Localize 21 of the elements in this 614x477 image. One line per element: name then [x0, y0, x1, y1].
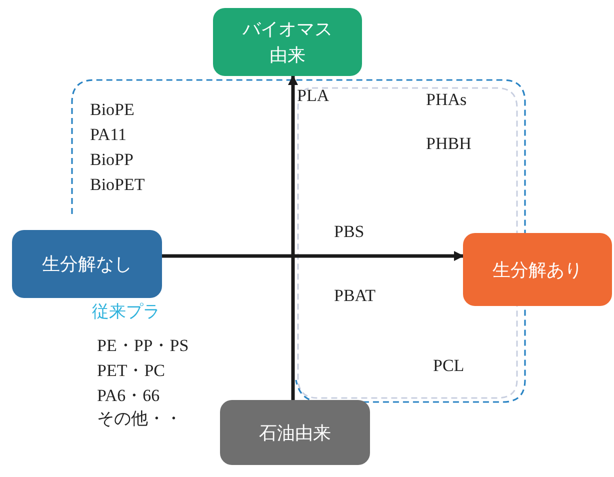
material-label: PA11	[90, 125, 127, 145]
material-label: PBS	[334, 222, 364, 242]
material-label: BioPET	[90, 175, 145, 195]
material-label: BioPE	[90, 100, 134, 120]
category-box: 生分解あり	[463, 233, 612, 306]
material-label: BioPP	[90, 150, 134, 170]
material-label: PE・PP・PS	[97, 336, 189, 356]
material-label: PBAT	[334, 286, 376, 306]
material-label: PLA	[297, 86, 330, 106]
material-label: PA6・66	[97, 386, 160, 406]
axis-arrow	[288, 75, 298, 400]
category-caption: 従来プラ	[92, 302, 160, 322]
category-box: バイオマス由来	[213, 8, 362, 76]
material-label: PHAs	[426, 90, 467, 110]
material-label: その他・・	[97, 409, 182, 429]
axis-arrow	[162, 251, 464, 261]
material-label: PET・PC	[97, 361, 166, 381]
material-label: PCL	[433, 356, 464, 376]
material-label: PHBH	[426, 134, 472, 154]
category-box: 石油由来	[220, 400, 370, 465]
category-box: 生分解なし	[12, 230, 162, 298]
